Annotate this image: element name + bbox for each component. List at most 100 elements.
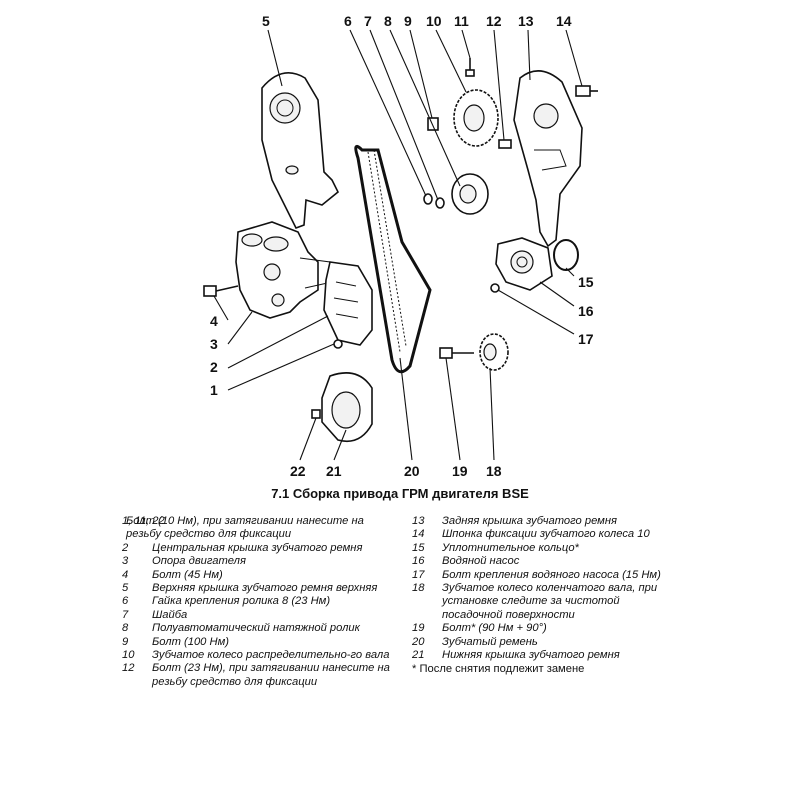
legend-footnote: * После снятия подлежит замене [412,663,585,676]
callout-18: 18 [486,463,502,479]
legend-entry: 7 Шайба [122,609,392,622]
legend-entry-text: Уплотнительное кольцо* [442,541,579,554]
callout-9: 9 [404,13,412,29]
bolt-1 [333,339,343,349]
toothed-belt [354,144,432,374]
exploded-diagram: 5 6 7 8 9 10 11 12 13 14 15 16 17 18 19 … [203,13,598,479]
callout-3: 3 [210,336,218,352]
crankshaft-gear [479,333,509,371]
legend-entry-number: 2 [122,541,129,554]
callout-21: 21 [326,463,342,479]
bolt-17 [490,283,500,293]
legend-entry-text: Болт (10 Нм), при затягивании нанесите н… [126,515,364,541]
legend-entry: 17 Болт крепления водяного насоса (15 Нм) [412,569,682,582]
legend-entry: 5 Верхняя крышка зубчатого ремня верхняя [122,582,392,595]
legend-entry-text: Зубчатое колесо коленчатого вала, при ус… [442,582,658,621]
legend-entry-text: Шпонка фиксации зубчатого колеса 10 [442,528,650,541]
legend-entry-number: 18 [412,582,425,595]
legend-entry-number: 10 [122,649,135,662]
callout-6: 6 [344,13,352,29]
water-pump [495,237,553,291]
legend-entry-text: Опора двигателя [152,555,246,568]
camshaft-gear [453,89,499,147]
legend-entry-number: 20 [412,635,425,648]
bolt-22 [311,409,321,419]
legend-entry-number: 9 [122,635,129,648]
legend-entry: 14 Шпонка фиксации зубчатого колеса 10 [412,528,682,541]
legend-entry-text: Шайба [152,608,188,621]
legend-entry: 3 Опора двигателя [122,555,392,568]
callout-10: 10 [426,13,442,29]
legend-entry-number: 3 [122,555,129,568]
legend-entry: 8 Полуавтоматический натяжной ролик [122,622,392,635]
upper-belt-cover [261,72,340,230]
legend-entry: 6 Гайка крепления ролика 8 (23 Нм) [122,595,392,608]
legend-entry-number: 5 [122,582,129,595]
legend-entry-text: Гайка крепления ролика 8 (23 Нм) [152,595,331,608]
callout-11: 11 [454,13,469,29]
legend-entry: 12 Болт (23 Нм), при затягивании нанесите… [122,662,392,689]
bolt-12 [498,139,512,149]
legend-entry-number: 8 [122,622,129,635]
callout-4: 4 [210,313,218,329]
legend-entry-number: 16 [412,555,425,568]
callout-19: 19 [452,463,468,479]
legend-entry-number: 17 [412,568,425,581]
legend-entry-number: 21 [412,649,425,662]
legend-entry: 21 Нижняя крышка зубчатого ремня [412,649,682,662]
lower-belt-cover [321,372,373,443]
legend-entry: 16 Водяной насос [412,555,682,568]
legend-entry-number: 4 [122,568,129,581]
leader-lines [213,29,583,461]
seal-ring [553,239,579,271]
legend-entry-text: Центральная крышка зубчатого ремня [152,541,363,554]
callout-15: 15 [578,274,594,290]
bolt-9 [427,117,439,131]
figure-caption: 7.1 Сборка привода ГРМ двигателя BSE [271,486,529,501]
legend-entry-text: Полуавтоматический натяжной ролик [152,622,360,635]
bolt-11 [465,58,475,77]
bolt-4 [203,285,239,297]
callout-7: 7 [364,13,372,29]
legend-entry-text: Болт (100 Нм) [152,635,229,648]
legend-entry: 2 Центральная крышка зубчатого ремня [122,542,392,555]
key-14 [575,85,598,97]
legend-entry-text: Болт (23 Нм), при затягивании нанесите н… [152,662,390,688]
legend-entry: 19 Болт* (90 Нм + 90°) [412,622,682,635]
callout-17: 17 [578,331,594,347]
legend-entry-number: 19 [412,622,425,635]
legend-entry: 9 Болт (100 Нм) [122,636,392,649]
legend-entry-text: Зубчатый ремень [442,635,538,648]
callout-1: 1 [210,382,218,398]
legend-entry-number: 14 [412,528,425,541]
legend-entry-number: 12 [122,662,135,675]
rear-belt-cover [513,70,583,248]
legend-entry-number: 15 [412,541,425,554]
legend-entry-number: 7 [122,608,129,621]
bolt-19 [439,347,474,359]
callout-5: 5 [262,13,270,29]
legend-entry-text: Нижняя крышка зубчатого ремня [442,649,620,662]
legend-entry-text: Болт* (90 Нм + 90°) [442,622,547,635]
legend-entry-number: 6 [122,595,129,608]
legend-entry-text: Болт (45 Нм) [152,568,223,581]
legend-entry-text: Верхняя крышка зубчатого ремня верхняя [152,582,378,595]
callout-2: 2 [210,359,218,375]
callout-16: 16 [578,303,594,319]
callout-20: 20 [404,463,420,479]
callout-12: 12 [486,13,502,29]
legend-entry: 18 Зубчатое колесо коленчатого вала, при … [412,582,682,622]
callout-13: 13 [518,13,534,29]
legend-entry-text: Болт крепления водяного насоса (15 Нм) [442,568,661,581]
tension-roller [451,173,489,215]
legend-entry-text: Водяной насос [442,555,520,568]
nut-and-washer [423,193,445,209]
legend-entry-number: 13 [412,515,425,527]
callout-22: 22 [290,463,306,479]
